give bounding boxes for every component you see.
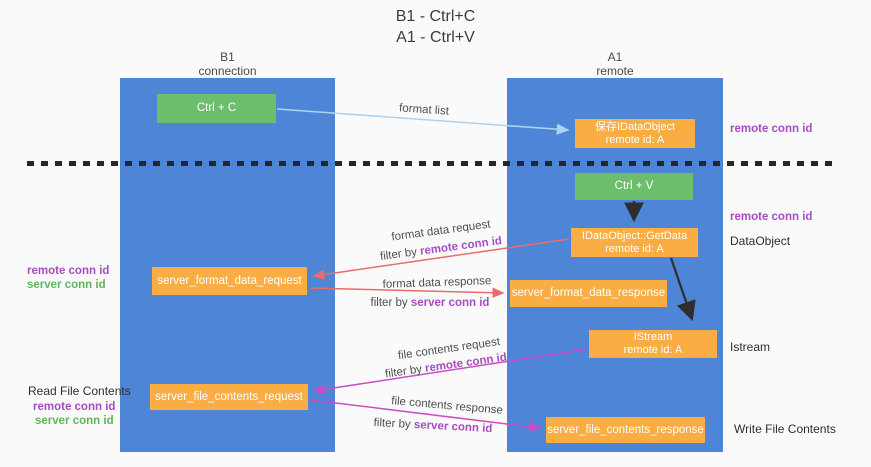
node-server-file-contents-request: server_file_contents_request [150,384,308,410]
lane-b1-name: B1 [220,50,235,64]
lane-a1-role: remote [596,64,634,78]
filter-prefix: filter by [373,416,415,431]
title-line-2: A1 - Ctrl+V [396,29,475,46]
session-divider-dashed-line [27,161,833,166]
annotation-left-server-conn-id-format: server conn id [27,279,106,291]
annotation-left-remote-conn-id-file: remote conn id [33,401,116,413]
annotation-remote-conn-id-mid: remote conn id [730,211,813,223]
node-idataobject-getdata: IDataObject::GetData remote id: A [571,228,698,257]
annotation-remote-conn-id-top: remote conn id [730,123,813,135]
annotation-left-remote-conn-id-format: remote conn id [27,265,110,277]
title-line-1: B1 - Ctrl+C [395,8,476,25]
filter-key-server-conn-id: server conn id [410,297,490,309]
edge-label-file-contents-response-filter: filter by server conn id [373,417,492,435]
annotation-read-file-contents: Read File Contents [28,384,131,398]
node-server-file-contents-request-label: server_file_contents_request [155,390,303,403]
filter-prefix: filter by [384,362,426,381]
annotation-write-file-contents: Write File Contents [734,422,836,436]
node-getdata-line1: IDataObject::GetData [581,229,688,242]
node-server-file-contents-response-label: server_file_contents_response [547,423,704,436]
filter-key-server-conn-id: server conn id [413,419,493,436]
filter-prefix: filter by [370,297,411,309]
node-server-file-contents-response: server_file_contents_response [546,417,705,443]
annotation-dataobject: DataObject [730,234,791,248]
lane-header-b1: B1 connection [120,50,335,78]
lane-header-a1: A1 remote [507,50,723,78]
node-istream-line2: remote id: A [623,344,683,356]
annotation-left-server-conn-id-file: server conn id [35,415,114,427]
diagram-title: B1 - Ctrl+C A1 - Ctrl+V [0,6,871,48]
node-getdata-line2: remote id: A [605,242,664,255]
node-ctrl-c-label: Ctrl + C [196,102,237,114]
node-server-format-data-response: server_format_data_response [510,280,667,307]
filter-prefix: filter by [379,245,421,263]
node-ctrl-c: Ctrl + C [157,94,276,123]
node-istream: IStream remote id: A [589,330,717,358]
annotation-istream: Istream [730,340,771,354]
node-istream-line1: IStream [633,331,673,343]
edge-label-format-data-response: format data response [382,275,492,291]
edge-label-format-data-response-filter: filter by server conn id [371,297,490,309]
edge-label-format-list: format list [398,102,450,118]
node-ctrl-v-label: Ctrl + V [614,180,654,192]
node-ctrl-v: Ctrl + V [575,173,693,200]
lane-b1-role: connection [198,64,257,78]
node-server-format-data-request: server_format_data_request [152,267,307,295]
edge-label-file-contents-response: file contents response [390,395,504,417]
lane-a1-name: A1 [607,50,623,64]
node-server-format-data-request-label: server_format_data_request [157,274,302,287]
node-save-idataobject: 保存IDataObject remote id: A [575,119,695,148]
node-server-format-data-response-label: server_format_data_response [511,287,666,299]
filter-key-remote-conn-id: remote conn id [419,235,503,258]
node-save-idataobject-line2: remote id: A [605,133,665,146]
node-save-idataobject-line1: 保存IDataObject [594,120,676,133]
